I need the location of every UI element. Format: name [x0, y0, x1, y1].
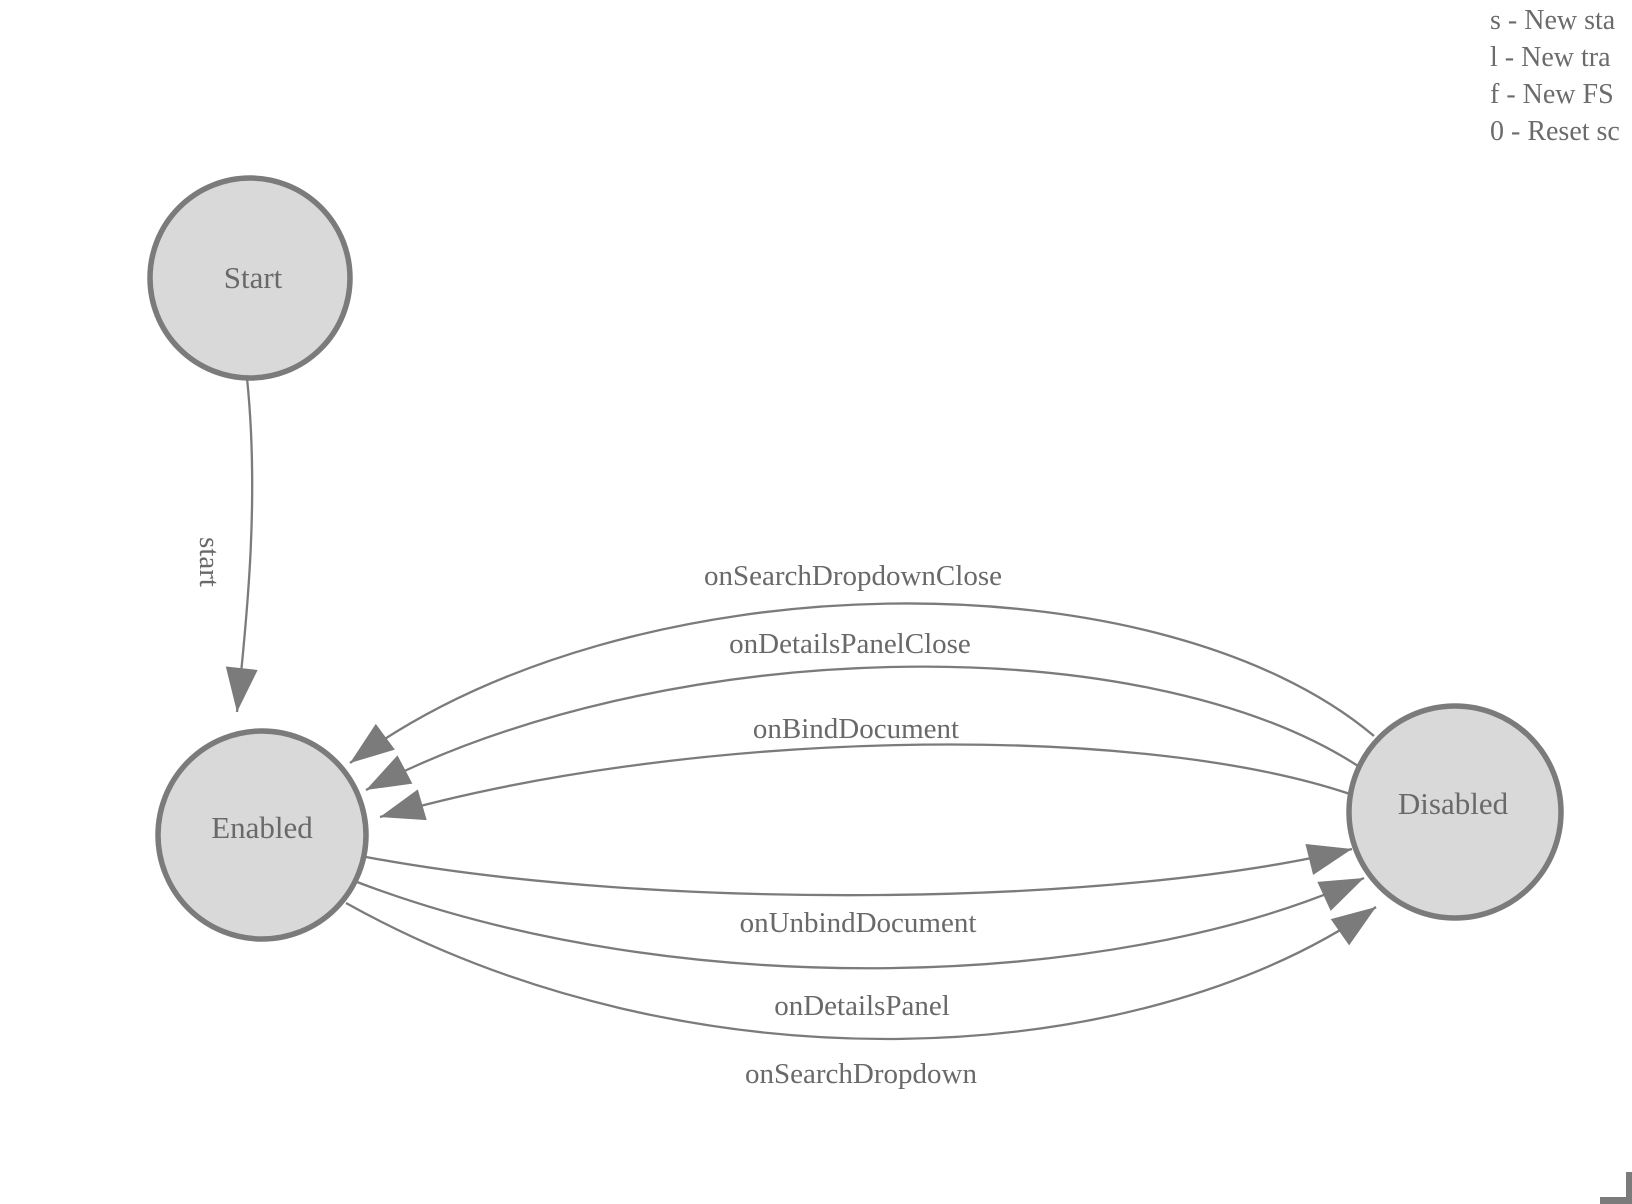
edge-start-to-enabled[interactable] — [225, 377, 258, 713]
edge-label-onUnbindDocument: onUnbindDocument — [740, 907, 977, 939]
node-enabled-label: Enabled — [211, 810, 313, 845]
edge-label-onSearchDropdown: onSearchDropdown — [745, 1058, 977, 1090]
legend-line-new-state: s - New sta — [1490, 5, 1616, 36]
edge-onDetailsPanel[interactable] — [356, 876, 1365, 970]
edge-label-onDetailsPanel: onDetailsPanel — [774, 990, 950, 1022]
offscreen-corner-shape-vertical — [1626, 1172, 1632, 1204]
edge-onBindDocument[interactable] — [379, 743, 1351, 821]
edge-label-onBindDocument: onBindDocument — [753, 713, 959, 745]
node-enabled[interactable] — [155, 728, 369, 942]
node-disabled[interactable] — [1346, 703, 1564, 921]
legend-line-new-transition: l - New tra — [1490, 42, 1611, 73]
edge-onUnbindDocument[interactable] — [365, 843, 1353, 897]
edge-onSearchDropdownClose[interactable] — [349, 602, 1375, 764]
edge-onSearchDropdown[interactable] — [345, 901, 1377, 1041]
node-start-label: Start — [224, 260, 283, 295]
edge-label-onDetailsPanelClose: onDetailsPanelClose — [729, 628, 971, 660]
node-disabled-label: Disabled — [1398, 786, 1509, 821]
offscreen-corner-shape-horizontal — [1600, 1197, 1632, 1204]
node-start[interactable] — [147, 175, 353, 381]
legend-line-new-fsm: f - New FS — [1490, 79, 1614, 110]
legend-line-reset-scale: 0 - Reset sc — [1490, 116, 1620, 147]
edge-onDetailsPanelClose[interactable] — [365, 665, 1359, 792]
edge-label-start: start — [193, 537, 225, 587]
shortcut-legend: s - New sta l - New tra f - New FS 0 - R… — [1490, 2, 1620, 150]
edge-label-onSearchDropdownClose: onSearchDropdownClose — [704, 560, 1002, 592]
